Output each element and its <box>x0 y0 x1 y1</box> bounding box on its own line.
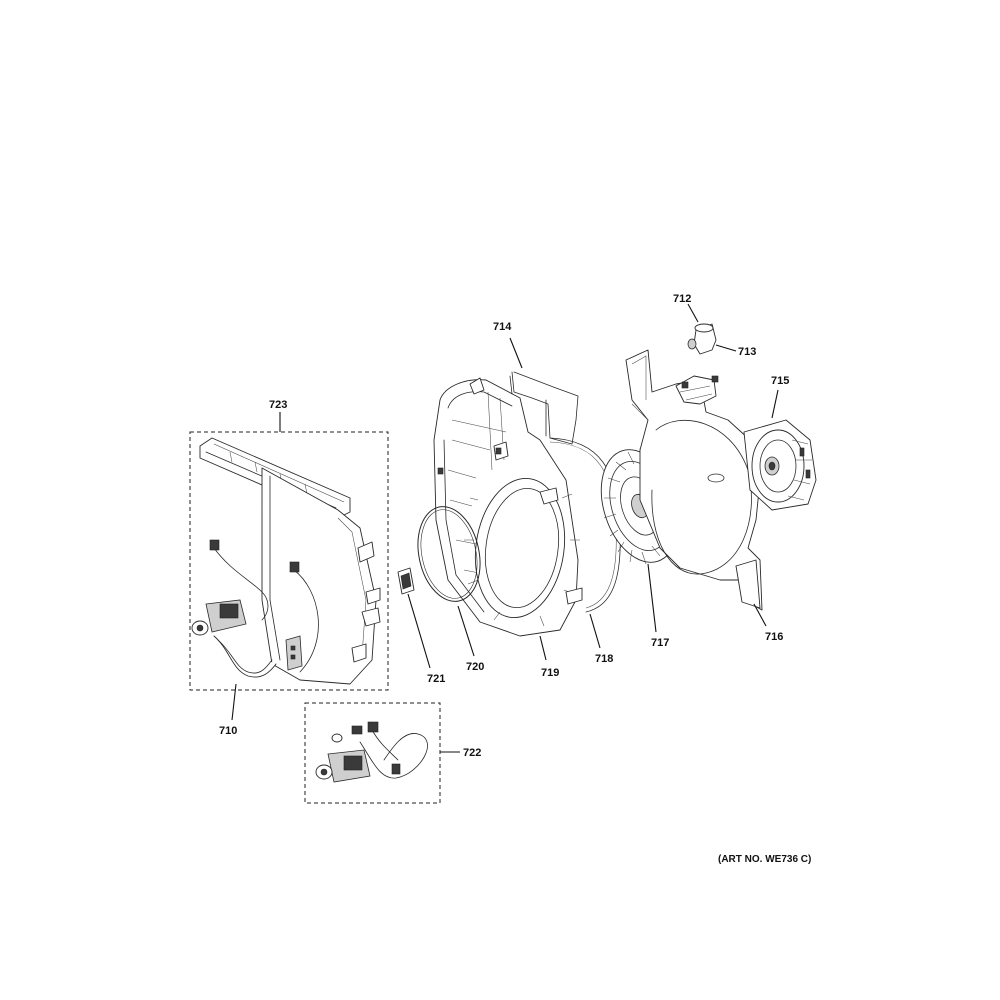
label-718: 718 <box>595 653 613 665</box>
label-713: 713 <box>738 346 756 358</box>
label-723: 723 <box>269 399 287 411</box>
leader-lines <box>231 303 779 753</box>
label-721: 721 <box>427 673 445 685</box>
part-722-assembly-box <box>304 702 441 804</box>
part-712-elbow-fitting <box>687 323 717 355</box>
part-719-gasket-ring <box>417 506 481 602</box>
label-716: 716 <box>765 631 783 643</box>
part-723-duct-housing <box>191 437 381 685</box>
art-number: (ART NO. WE736 C) <box>718 854 811 865</box>
label-712: 712 <box>673 293 691 305</box>
label-722: 722 <box>463 747 481 759</box>
part-723-assembly-box <box>189 431 389 691</box>
part-720-blower-housing <box>433 377 583 637</box>
part-714-bracket-loop <box>509 371 579 445</box>
label-710: 710 <box>219 725 237 737</box>
part-715-motor <box>743 419 817 511</box>
label-717: 717 <box>651 637 669 649</box>
part-716-rear-housing <box>625 349 763 611</box>
label-714: 714 <box>493 321 512 333</box>
part-721-connector <box>397 567 415 595</box>
label-719: 719 <box>541 667 559 679</box>
label-720: 720 <box>466 661 484 673</box>
part-labels: 723 710 722 721 720 719 718 717 716 715 … <box>219 293 789 759</box>
label-715: 715 <box>771 375 789 387</box>
part-722-pump <box>315 721 428 783</box>
